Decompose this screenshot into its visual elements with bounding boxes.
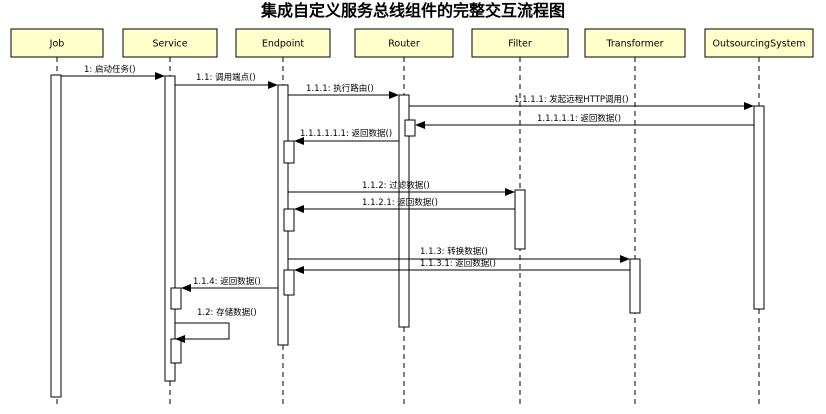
message-arrowhead-6 xyxy=(505,188,515,196)
activation-bar-endpoint xyxy=(283,269,295,296)
participant-box-job xyxy=(10,28,104,58)
participant-box-service xyxy=(122,28,218,58)
message-label-5: 1.1.1.1.1.1: 返回数据() xyxy=(300,128,392,139)
message-label-0: 1: 启动任务() xyxy=(84,64,136,75)
participant-box-outsourcing xyxy=(704,28,814,58)
participant-label-outsourcing: OutsourcingSystem xyxy=(712,39,805,50)
activation-bar-router xyxy=(404,119,416,137)
activation-bar-router xyxy=(398,94,410,328)
participant-box-router xyxy=(354,28,454,58)
participant-label-service: Service xyxy=(152,39,187,50)
message-label-4: 1.1.1.1.1: 返回数据() xyxy=(537,113,621,124)
activation-bar-transformer xyxy=(629,258,641,314)
message-line-self-11 xyxy=(175,322,230,340)
message-arrowhead-11 xyxy=(175,335,185,343)
message-label-9: 1.1.3.1: 返回数据() xyxy=(420,258,496,269)
participant-box-transformer xyxy=(584,28,686,58)
message-label-10: 1.1.4: 返回数据() xyxy=(193,276,261,287)
message-label-6: 1.1.2: 过滤数据() xyxy=(362,180,430,191)
activation-bar-service xyxy=(170,287,182,310)
message-label-1: 1.1: 调用端点() xyxy=(196,72,256,83)
activation-bar-endpoint xyxy=(283,140,295,164)
message-label-2: 1.1.1: 执行路由() xyxy=(306,83,374,94)
activation-bar-endpoint xyxy=(283,208,295,232)
participant-label-filter: Filter xyxy=(508,39,532,50)
message-label-3: 1.1.1.1: 发起远程HTTP调用() xyxy=(514,94,629,105)
participant-label-transformer: Transformer xyxy=(605,39,663,50)
message-label-11: 1.2: 存储数据() xyxy=(197,307,257,318)
participant-label-job: Job xyxy=(49,39,65,50)
message-label-8: 1.1.3: 转换数据() xyxy=(420,246,488,257)
message-arrowhead-4 xyxy=(415,121,425,129)
message-arrowhead-2 xyxy=(389,91,399,99)
message-arrowhead-1 xyxy=(268,81,278,89)
participant-box-endpoint xyxy=(235,28,331,58)
activation-bar-filter xyxy=(514,189,526,250)
message-arrowhead-7 xyxy=(294,205,304,213)
participant-label-endpoint: Endpoint xyxy=(262,39,305,50)
message-arrowhead-5 xyxy=(294,137,304,145)
message-arrowhead-9 xyxy=(294,266,304,274)
activation-bar-outsourcing xyxy=(753,105,765,310)
message-label-7: 1.1.2.1: 返回数据() xyxy=(362,197,438,208)
message-arrowhead-10 xyxy=(181,284,191,292)
activation-bar-service xyxy=(170,338,182,364)
message-arrowhead-3 xyxy=(744,102,754,110)
message-arrowhead-0 xyxy=(155,72,165,80)
message-arrowhead-8 xyxy=(620,255,630,263)
participant-box-filter xyxy=(471,28,569,58)
participant-label-router: Router xyxy=(388,39,420,50)
activation-bar-service xyxy=(164,75,176,382)
diagram-title: 集成自定义服务总线组件的完整交互流程图 xyxy=(260,1,565,20)
activation-bar-job xyxy=(50,74,62,398)
